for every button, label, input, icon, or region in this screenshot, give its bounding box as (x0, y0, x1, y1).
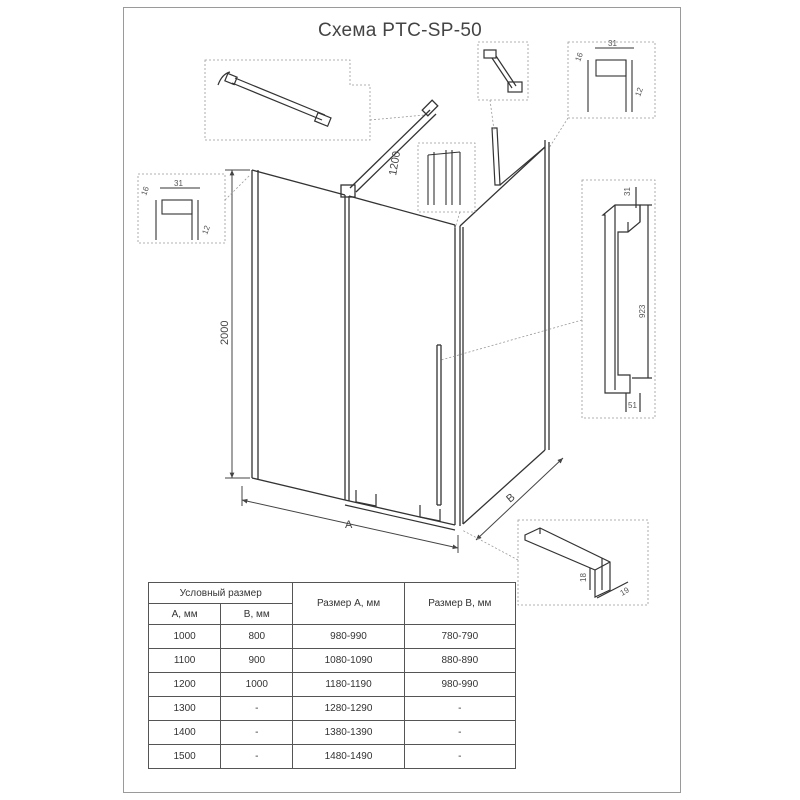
bottom-guides (344, 490, 456, 531)
page-title: Схема PTC-SP-50 (317, 20, 483, 41)
ceiling-bracket (491, 127, 546, 186)
top-bar-dim: 1200 (387, 150, 403, 176)
cell-a: 1100 (147, 648, 222, 673)
cell-a: 1300 (147, 696, 222, 721)
cell-b: - (220, 696, 294, 721)
cell-a: 1500 (147, 744, 222, 769)
left-wall-profile-detail (155, 187, 200, 240)
table-row: 1000 800 980-990 780-790 (147, 624, 517, 649)
stabilizer-bar (340, 99, 439, 198)
size-b-header: Размер В, мм (403, 582, 517, 625)
enclosure-front-panels (251, 169, 464, 526)
wall-bracket-detail (483, 49, 523, 93)
right-wall-profile-detail (587, 47, 634, 112)
door-profile-detail (427, 150, 461, 205)
detail-callouts (137, 41, 656, 606)
cell-size-b: - (403, 696, 517, 721)
cell-size-b: 880-890 (403, 648, 517, 673)
width-a-label: A (345, 519, 353, 531)
height-dimension (225, 169, 250, 479)
table-row: 1400 - 1380-1390 - (147, 720, 517, 745)
table-row: 1100 900 1080-1090 880-890 (147, 648, 517, 673)
cell-size-a: 1080-1090 (292, 648, 405, 673)
cell-b: 900 (220, 648, 294, 673)
cell-a: 1200 (147, 672, 222, 697)
left-profile-31: 31 (174, 179, 183, 188)
table-row: 1200 1000 1180-1190 980-990 (147, 672, 517, 697)
cell-size-a: 1480-1490 (292, 744, 405, 769)
handle-length-dim: 923 (638, 304, 647, 318)
cell-a: 1000 (147, 624, 222, 649)
handle-detail (601, 187, 652, 412)
cell-size-a: 1180-1190 (292, 672, 405, 697)
cell-size-b: - (403, 744, 517, 769)
cell-size-b: 780-790 (403, 624, 517, 649)
cell-b: 1000 (220, 672, 294, 697)
width-b-dimension (475, 457, 564, 541)
cell-b: - (220, 744, 294, 769)
right-profile-16: 16 (573, 51, 585, 63)
cell-b: 800 (220, 624, 294, 649)
size-table: Условный размер Размер А, мм Размер В, м… (147, 582, 517, 769)
width-a-dimension (241, 486, 459, 553)
bottom-profile-width: 19 (619, 585, 632, 598)
b-header: В, мм (220, 603, 294, 625)
cell-size-b: - (403, 720, 517, 745)
cell-size-a: 1380-1390 (292, 720, 405, 745)
door-handle (436, 344, 442, 506)
handle-width-dim: 31 (623, 187, 632, 196)
right-profile-12: 12 (633, 86, 645, 98)
right-profile-31: 31 (608, 39, 617, 48)
a-header: А, мм (147, 603, 222, 625)
bottom-profile-height: 18 (579, 573, 588, 582)
handle-depth-dim: 51 (628, 401, 637, 410)
left-profile-12: 12 (200, 224, 212, 236)
conditional-size-header: Условный размер (147, 582, 294, 604)
size-a-header: Размер А, мм (292, 582, 405, 625)
stabilizer-detail (217, 71, 332, 128)
cell-size-a: 1280-1290 (292, 696, 405, 721)
bottom-profile-detail (524, 527, 629, 599)
cell-size-b: 980-990 (403, 672, 517, 697)
table-row: 1500 - 1480-1490 - (147, 744, 517, 769)
cell-size-a: 980-990 (292, 624, 405, 649)
table-row: 1300 - 1280-1290 - (147, 696, 517, 721)
cell-a: 1400 (147, 720, 222, 745)
left-profile-16: 16 (139, 185, 151, 197)
height-dim-label: 2000 (219, 321, 231, 345)
cell-b: - (220, 720, 294, 745)
enclosure-side-panel (459, 140, 550, 525)
